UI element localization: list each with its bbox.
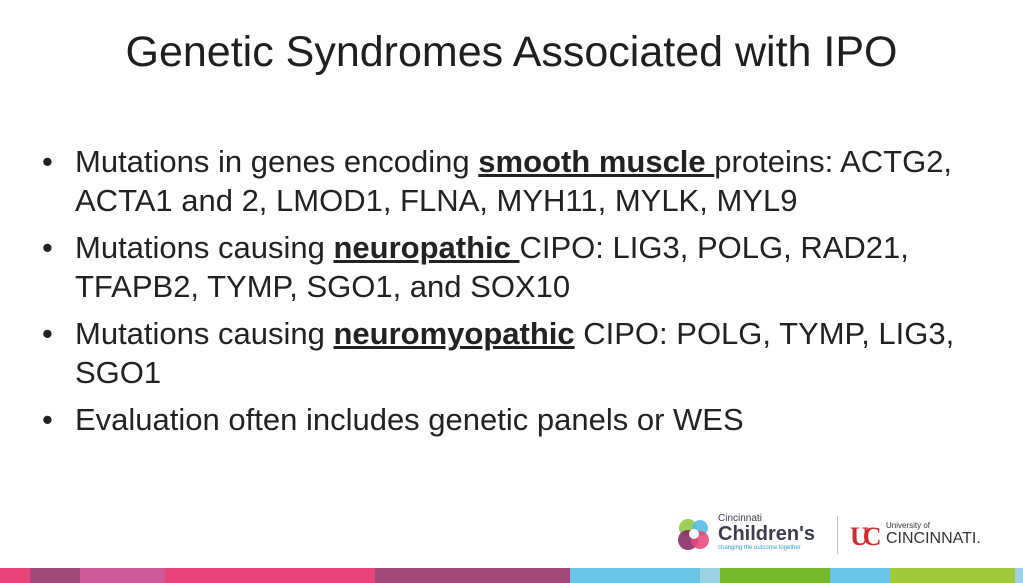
logo-divider — [837, 516, 838, 554]
bullet-text: Mutations causing — [75, 230, 334, 265]
decorative-color-band — [0, 568, 1023, 583]
bullet-item: Evaluation often includes genetic panels… — [42, 400, 982, 439]
logo-text: Children's — [718, 523, 815, 545]
band-segment — [570, 568, 700, 583]
bullet-emphasis: neuropathic — [333, 230, 520, 265]
band-segment — [80, 568, 165, 583]
bullet-text: CIPO: LIG3, POLG, RAD21, TFAPB2, TYMP, S… — [75, 230, 909, 304]
band-segment — [700, 568, 720, 583]
band-segment — [0, 568, 30, 583]
uc-wordmark: University of CINCINNATI. — [886, 522, 981, 548]
bullet-emphasis: neuromyopathic — [333, 316, 575, 351]
logo-text: University of — [886, 521, 931, 530]
bullet-item: Mutations causing neuropathic CIPO: LIG3… — [42, 228, 982, 306]
band-segment — [375, 568, 570, 583]
uc-logo-icon: UC — [850, 522, 881, 551]
bullet-text: Mutations in genes encoding — [75, 144, 479, 179]
band-segment — [830, 568, 890, 583]
bullet-item: Mutations in genes encoding smooth muscl… — [42, 142, 982, 220]
bullet-emphasis: smooth muscle — [478, 144, 715, 179]
band-segment — [165, 568, 375, 583]
band-segment — [890, 568, 1015, 583]
slide-title: Genetic Syndromes Associated with IPO — [125, 28, 898, 76]
band-segment — [720, 568, 830, 583]
logo-text: Cincinnati — [718, 513, 762, 524]
logo-tagline: changing the outcome together — [718, 545, 801, 551]
logo-text: CINCINNATI. — [886, 530, 981, 547]
cincinnati-childrens-wordmark: Cincinnati Children's changing the outco… — [718, 514, 815, 552]
band-segment — [30, 568, 80, 583]
bullet-text: Evaluation often includes genetic panels… — [75, 402, 744, 437]
bullet-item: Mutations causing neuromyopathic CIPO: P… — [42, 314, 982, 392]
logos: Cincinnati Children's changing the outco… — [670, 512, 1010, 560]
bullet-text: CIPO: POLG, TYMP, LIG3, SGO1 — [75, 316, 955, 390]
bullet-text: Mutations causing — [75, 316, 334, 351]
bullet-list: Mutations in genes encoding smooth muscl… — [42, 142, 982, 447]
bullet-text: proteins: ACTG2, ACTA1 and 2, LMOD1, FLN… — [75, 144, 953, 218]
cincinnati-childrens-logo-icon — [678, 519, 709, 550]
band-segment — [1015, 568, 1023, 583]
